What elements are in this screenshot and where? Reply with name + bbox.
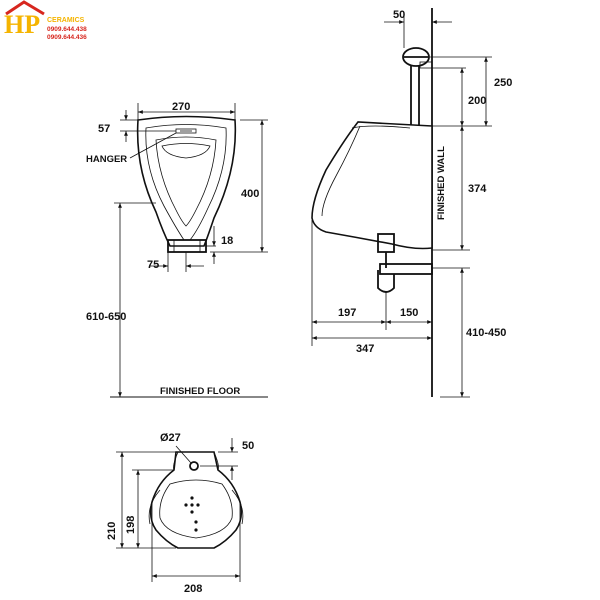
hanger-label: HANGER [86,154,127,165]
side-trap-pipe [379,263,433,275]
finished-wall-label: FINISHED WALL [436,146,447,220]
dim-total-depth: 210 [106,522,118,540]
drain-holes-icon [184,496,200,532]
dim-bowl-depth: 198 [125,516,137,534]
dim-outlet-floor-height: 410-450 [466,327,506,339]
top-bowl [159,479,233,539]
logo-name: CERAMICS [47,17,85,24]
logo-roof-icon [5,0,45,16]
dim-depth-total: 347 [356,343,374,355]
flush-valve-icon [402,47,430,67]
dim-width: 208 [184,583,202,595]
side-body-outline [311,121,433,250]
logo-phone-2: 0909.644.436 [47,34,87,41]
front-bowl-flush [161,143,211,159]
logo-phone-1: 0909.644.438 [47,26,87,33]
finished-floor-label: FINISHED FLOOR [160,386,240,397]
inlet-hole-icon [189,461,199,471]
dim-valve-offset: 50 [393,9,405,21]
dim-mount-height: 610-650 [86,311,126,323]
dim-outlet-offset: 75 [147,259,159,271]
front-body-outline [136,115,237,247]
dim-inlet-offset: 50 [242,440,254,452]
dim-valve-height: 250 [494,77,512,89]
dim-front-width: 270 [172,101,190,113]
dim-hanger-offset: 57 [98,123,110,135]
dim-depth-outlet: 150 [400,307,418,319]
top-view: Ø27 50 210 198 208 [106,432,254,595]
dim-front-height: 400 [241,188,259,200]
dim-outlet-height: 18 [221,235,233,247]
dim-depth-front: 197 [338,307,356,319]
side-view: FINISHED WALL 50 250 200 37 [311,8,512,398]
dim-body-height: 374 [468,183,487,195]
front-bowl [155,136,217,227]
dim-inlet-diameter: Ø27 [160,432,181,444]
logo-letters: HP [4,10,40,39]
front-view: 270 57 HANGER 400 18 75 610-650 FINISHED [86,101,268,398]
dim-inlet-height: 200 [468,95,486,107]
brand-logo: HP CERAMICS 0909.644.438 0909.644.436 [4,0,87,41]
front-inner-rim [145,124,227,241]
